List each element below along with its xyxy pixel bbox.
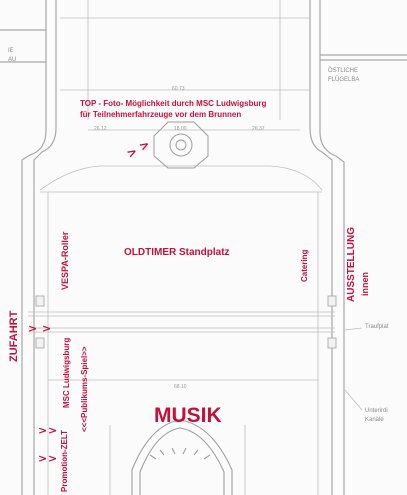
musik-label: MUSIK <box>154 404 222 427</box>
east-wing-label-2: FLÜGELBA <box>328 77 360 83</box>
dimension-center: 18.00 <box>174 126 187 132</box>
music-stage <box>131 419 233 495</box>
ausstellung-innen-label: innen <box>360 272 370 296</box>
top-photo-line-1: TOP - Foto- Möglichkeit durch MSC Ludwig… <box>80 99 267 108</box>
dimension-bottom: 68.10 <box>174 384 187 390</box>
publikum-label: <<<Publikums-Spiel>> <box>80 346 89 432</box>
top-photo-line-2: für Teilnehmerfahrzeuge vor dem Brunnen <box>80 110 242 119</box>
plan-label-left-1: IE <box>8 48 14 54</box>
dimension-top: 60.73 <box>172 86 185 92</box>
unterirdisch-label-2: Kanäle <box>365 417 384 423</box>
east-wing-label-1: ÖSTLICHE <box>328 68 359 74</box>
oldtimer-label: OLDTIMER Standplatz <box>124 247 230 258</box>
msc-label: MSC Ludwigsburg <box>62 337 71 408</box>
ausstellung-label: AUSSTELLUNG <box>346 227 357 302</box>
plan-label-left-2: AU <box>8 57 17 63</box>
arrow-low1-right: > <box>48 424 58 437</box>
arrow-mid-right: > <box>42 322 52 335</box>
promotion-label: Promotion-ZELT <box>60 429 69 492</box>
arrow-low2-left: > <box>38 452 48 465</box>
fountain <box>153 121 209 169</box>
zufahrt-label: ZUFAHRT <box>8 310 20 362</box>
unterirdisch-label-1: Unterirdi <box>365 408 388 414</box>
courtyard-lines <box>28 0 363 495</box>
catering-label: Catering <box>300 249 309 282</box>
traufplat-label: Traufplat <box>365 324 389 330</box>
dimension-right: 26.37 <box>252 126 265 132</box>
pillars <box>35 295 337 349</box>
vespa-label: VESPA-Roller <box>60 231 70 290</box>
arrow-mid-left: > <box>28 322 38 335</box>
arrow-low1-left: > <box>38 424 48 437</box>
arrow-low2-right: > <box>48 452 58 465</box>
dimension-left: 26.12 <box>94 126 107 132</box>
